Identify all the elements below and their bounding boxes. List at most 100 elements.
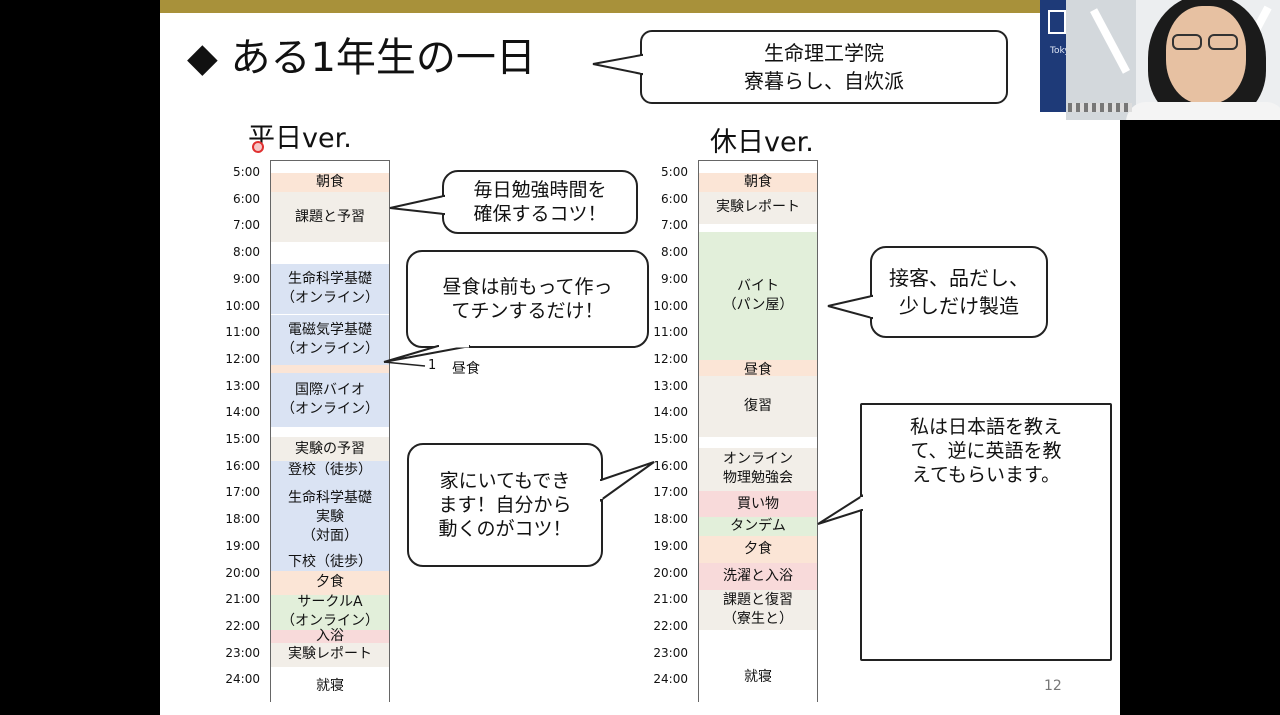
time-label: 18:00 xyxy=(653,512,688,527)
weekday-activity-block xyxy=(271,365,389,374)
lunch-mark: 1 xyxy=(428,358,437,373)
time-label: 5:00 xyxy=(233,165,260,179)
home-callout-tail xyxy=(600,461,655,502)
weekday-schedule: 朝食課題と予習生命科学基礎 （オンライン）電磁気学基礎 （オンライン） 国際バイオ… xyxy=(270,160,390,707)
lunch-tip-callout: 昼食は前もって作っ てチンするだけ！ xyxy=(406,250,649,348)
time-label: 9:00 xyxy=(233,271,260,286)
time-label: 19:00 xyxy=(653,538,688,553)
time-label: 9:00 xyxy=(661,271,688,286)
time-label: 12:00 xyxy=(653,351,688,366)
study-tip-callout: 毎日勉強時間を 確保するコツ！ xyxy=(442,170,638,234)
name-label xyxy=(1068,103,1132,112)
logo-text: Toky xyxy=(1050,46,1070,56)
home-tip-callout: 家にいてもでき ます！自分から 動くのがコツ！ xyxy=(407,443,603,567)
logo-mark-icon xyxy=(1048,10,1066,34)
time-label: 7:00 xyxy=(233,218,260,233)
time-label: 6:00 xyxy=(661,191,688,206)
weekday-activity-block: 就寝 xyxy=(271,666,389,707)
glasses-icon xyxy=(1172,34,1202,50)
time-label: 24:00 xyxy=(653,672,688,687)
presenter-shirt xyxy=(1126,102,1280,120)
weekday-activity-block: 電磁気学基礎 （オンライン） xyxy=(271,314,389,366)
time-label: 10:00 xyxy=(653,298,688,313)
weekday-activity-block: 実験の予習 xyxy=(271,437,389,462)
lunch-callout-tail xyxy=(383,345,471,363)
holiday-activity-block xyxy=(699,359,817,366)
presentation-slide: Toky ◆ ある1年生の一日 生命理工学院 寮暮らし、自炊派 平日ver. 休… xyxy=(160,0,1120,715)
holiday-activity-block: 夕食 xyxy=(699,536,817,563)
weekday-activity-block: 朝食 xyxy=(271,173,389,192)
holiday-activity-block: 朝食 xyxy=(699,173,817,192)
time-label: 16:00 xyxy=(225,458,260,473)
weekday-activity-block: 生命科学基礎 （オンライン） xyxy=(271,263,389,315)
job-callout-tail xyxy=(827,294,873,320)
lunch-pointer-line xyxy=(383,361,426,367)
time-label: 21:00 xyxy=(653,592,688,607)
holiday-schedule: 朝食実験レポートバイト （パン屋） 昼食復習オンライン 物理勉強会買い物タンデム夕… xyxy=(698,160,818,707)
weekday-activity-block: 入浴 xyxy=(271,628,389,644)
holiday-activity-block: 課題と復習 （寮生と） xyxy=(699,589,817,630)
time-label: 21:00 xyxy=(225,592,260,607)
time-label: 17:00 xyxy=(225,485,260,500)
time-label: 11:00 xyxy=(653,325,688,340)
time-label: 14:00 xyxy=(653,405,688,420)
holiday-activity-block: バイト （パン屋） xyxy=(699,231,817,360)
time-label: 5:00 xyxy=(661,165,688,179)
job-description-callout: 接客、品だし、 少しだけ製造 xyxy=(870,246,1048,338)
time-label: 18:00 xyxy=(225,512,260,527)
weekday-activity-block: 実験レポート xyxy=(271,642,389,667)
holiday-activity-block: 復習 xyxy=(699,375,817,438)
time-label: 19:00 xyxy=(225,538,260,553)
weekday-activity-block: 国際バイオ （オンライン） xyxy=(271,373,389,427)
callout-pointers xyxy=(383,53,874,525)
weekday-activity-block: 生命科学基礎 実験 （対面） xyxy=(271,480,389,555)
time-label: 8:00 xyxy=(661,245,688,260)
holiday-activity-block: 実験レポート xyxy=(699,191,817,224)
time-label: 22:00 xyxy=(653,618,688,633)
time-label: 24:00 xyxy=(225,672,260,687)
time-label: 13:00 xyxy=(225,378,260,393)
time-label: 11:00 xyxy=(225,325,260,340)
glasses-icon xyxy=(1208,34,1238,50)
cursor-indicator-icon xyxy=(252,141,264,153)
time-label: 13:00 xyxy=(653,378,688,393)
holiday-activity-block: 昼食 xyxy=(699,362,817,378)
weekday-activity-block: サークルA （オンライン） xyxy=(271,594,389,630)
time-label: 14:00 xyxy=(225,405,260,420)
tandem-description-callout: 私は日本語を教え て、逆に英語を教 えてもらいます。 xyxy=(860,403,1112,661)
page-number: 12 xyxy=(1044,678,1062,694)
time-label: 12:00 xyxy=(225,351,260,366)
presenter-face xyxy=(1166,6,1246,104)
time-label: 8:00 xyxy=(233,245,260,260)
weekday-activity-block: 下校（徒歩） xyxy=(271,554,389,571)
study-callout-tail xyxy=(389,194,445,216)
presenter-webcam xyxy=(1066,0,1280,120)
time-label: 6:00 xyxy=(233,191,260,206)
time-label: 23:00 xyxy=(653,645,688,660)
header-bar xyxy=(160,0,1040,13)
profile-callout-tail xyxy=(592,53,643,76)
time-label: 15:00 xyxy=(653,432,688,446)
time-label: 15:00 xyxy=(225,432,260,446)
tandem-callout-tail xyxy=(817,494,863,525)
time-label: 23:00 xyxy=(225,645,260,660)
weekday-activity-block: 課題と予習 xyxy=(271,191,389,243)
holiday-activity-block: 洗濯と入浴 xyxy=(699,562,817,590)
time-label: 17:00 xyxy=(653,485,688,500)
time-label: 22:00 xyxy=(225,618,260,633)
holiday-activity-block: 就寝 xyxy=(699,648,817,707)
holiday-activity-block: 買い物 xyxy=(699,490,817,518)
holiday-heading: 休日ver. xyxy=(710,127,814,158)
weekday-heading: 平日ver. xyxy=(248,123,352,154)
lunch-label: 昼食 xyxy=(452,361,480,377)
weekday-activity-block: 夕食 xyxy=(271,570,389,595)
time-label: 20:00 xyxy=(225,565,260,580)
weekday-activity-block: 登校（徒歩） xyxy=(271,461,389,481)
time-label: 7:00 xyxy=(661,218,688,233)
holiday-activity-block: タンデム xyxy=(699,517,817,537)
time-label: 16:00 xyxy=(653,458,688,473)
time-label: 20:00 xyxy=(653,565,688,580)
time-label: 10:00 xyxy=(225,298,260,313)
slide-title: ◆ ある1年生の一日 xyxy=(187,35,536,81)
holiday-activity-block: オンライン 物理勉強会 xyxy=(699,448,817,491)
